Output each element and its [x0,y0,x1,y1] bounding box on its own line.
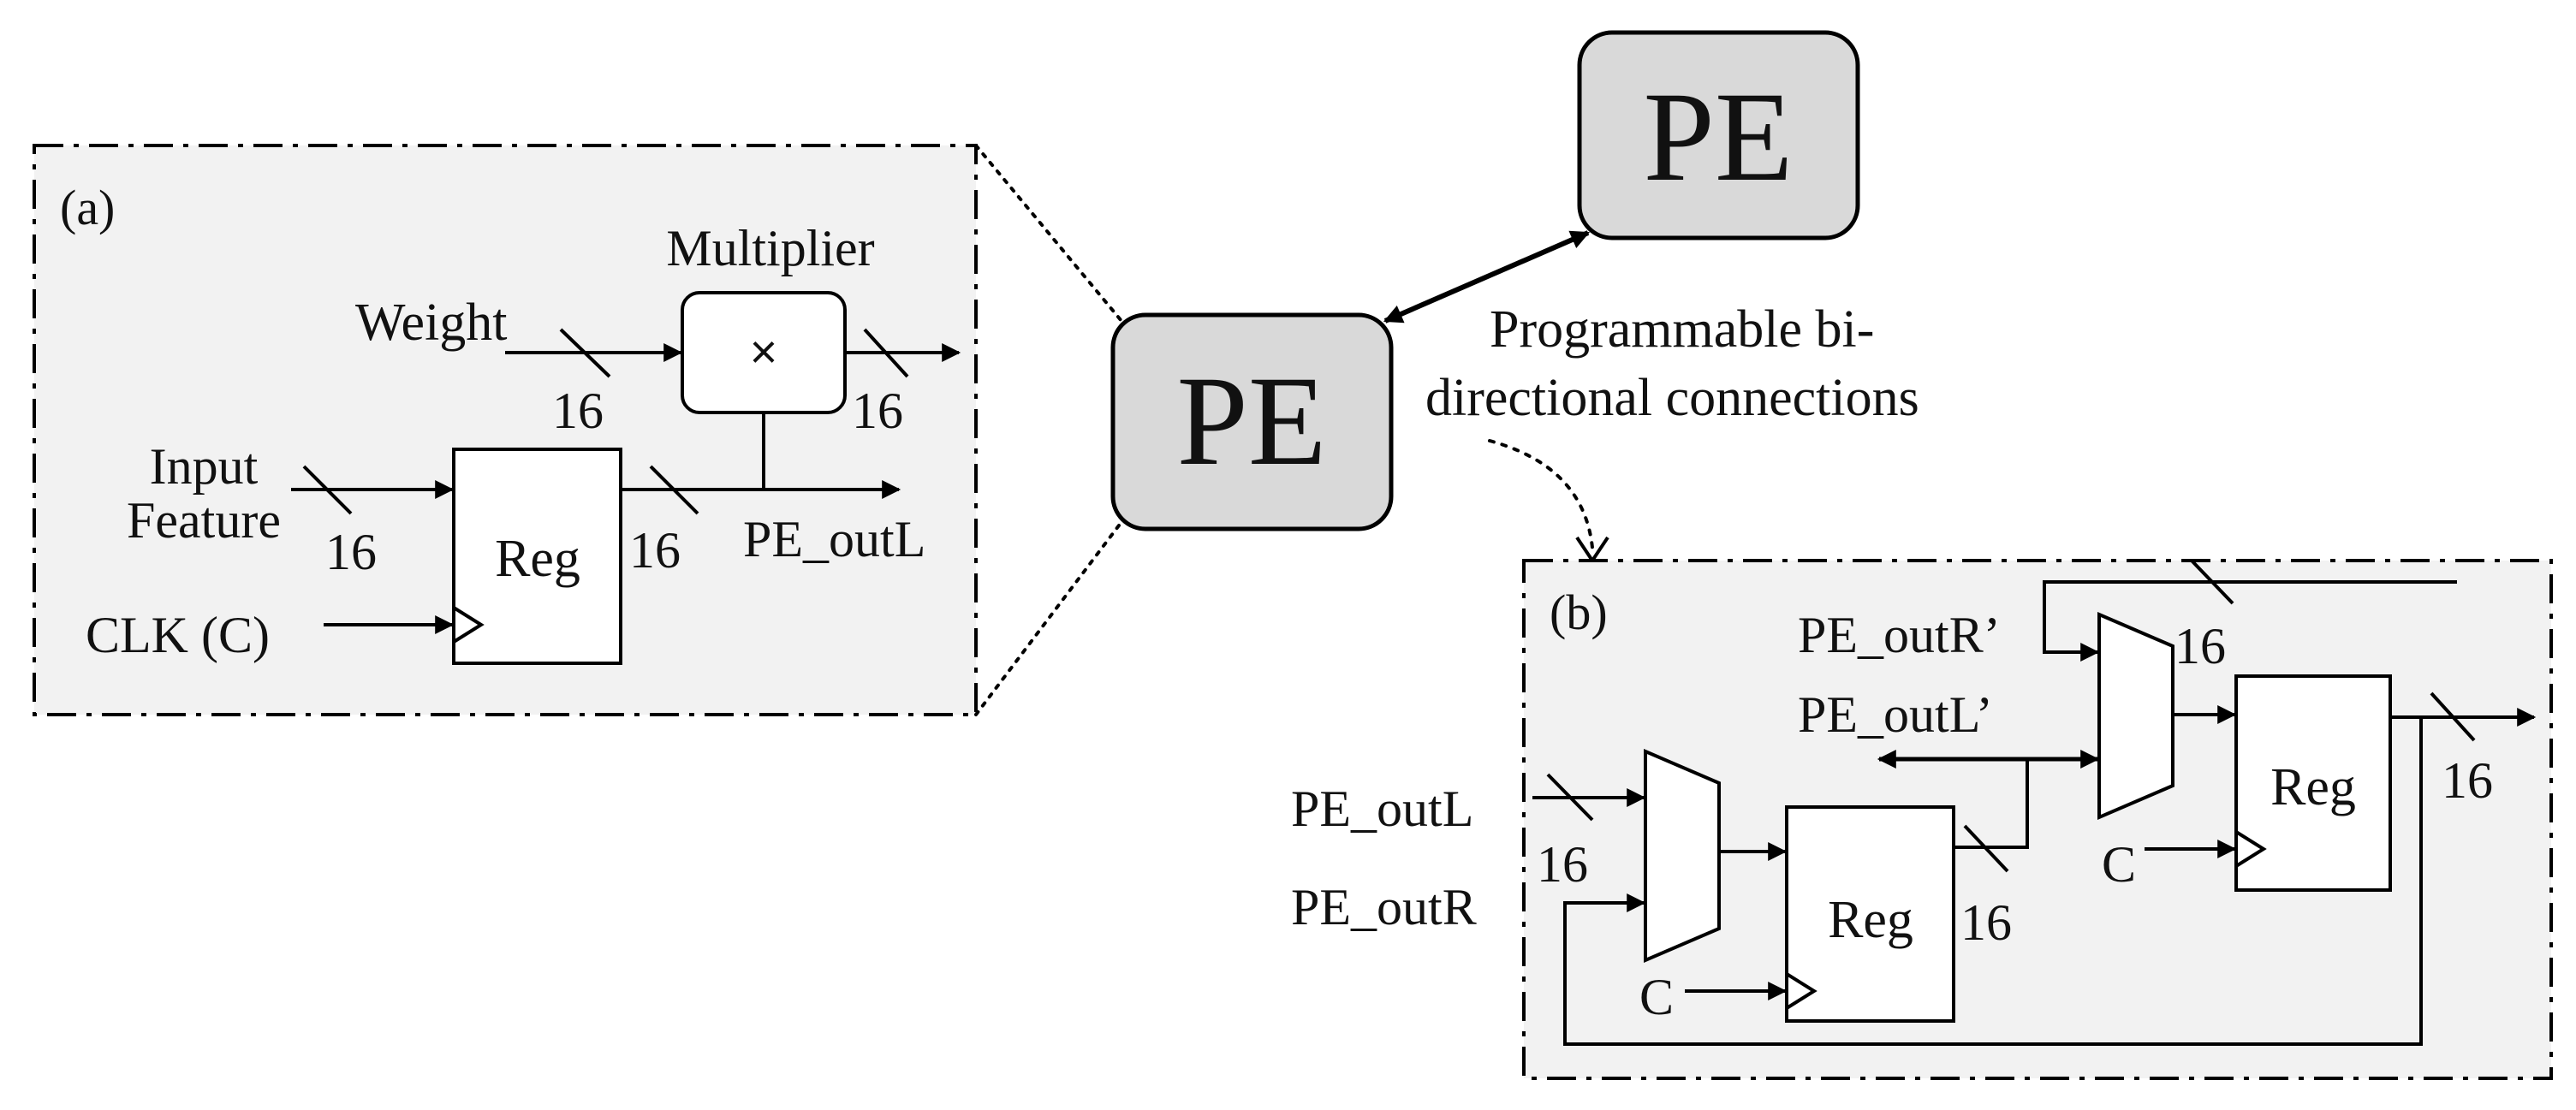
multiplier-output-width: 16 [852,383,903,439]
caption-pointer-dotted [1488,439,1594,549]
mux-2-select-label: C [2102,836,2136,893]
panel-b-tag: (b) [1550,585,1608,640]
bidirectional-connection-arrow [1383,230,1591,324]
pe-main-block [1110,312,1394,531]
mux-1 [1644,748,1721,964]
pe-outl-label: PE_outL [743,511,925,567]
input-bus-slash [302,465,353,515]
weight-bus-slash [559,328,611,378]
reg-b1-output-width: 16 [1960,894,2012,951]
weight-bus-width: 16 [552,383,604,439]
reg-b2-output-width: 16 [2442,752,2493,809]
pe-outr-prime-label: PE_outR’ [1798,607,2001,663]
pe-secondary-label: PE [1643,66,1793,208]
pe-outr-input-label: PE_outR [1291,879,1477,935]
reg-a-output-slash [649,465,699,515]
multiplier-output-slash [863,328,909,378]
pe-main-label: PE [1176,350,1326,492]
reg-b1-block [1785,805,1955,1023]
input-label-line1: Input [150,438,259,495]
pe-outl-input-label: PE_outL [1291,781,1473,837]
pe-secondary-block [1577,30,1860,240]
pe-outr-prime-width: 16 [2174,618,2226,674]
reg-b2-clock-notch [2234,830,2267,868]
weight-label: Weight [355,294,508,352]
multiplier-symbol: × [750,324,778,378]
zoom-line-top [974,144,1123,323]
mux-2 [2097,611,2174,821]
reg-b1-output-line [1954,759,2029,849]
reg-b1-label: Reg [1828,891,1913,949]
connection-caption-line2: directional connections [1425,369,1919,427]
reg-b1-output-slash [1963,824,2009,873]
pe-outl-input-slash [1546,773,1594,822]
reg-b1-clock-notch [1785,972,1817,1010]
reg-b2-block [2234,674,2392,892]
input-label-line2: Feature [127,492,281,549]
panel-b: (b) PE_outL 16 PE_outR C Reg 16 PE_outL’… [1291,559,2553,1080]
pe-outr-prime-arrow [2043,580,2457,662]
reg-b2-label: Reg [2270,758,2356,816]
pe-outr-prime-slash [2190,559,2234,605]
reg-b2-output-slash [2430,692,2476,742]
pe-outl-input-width: 16 [1537,836,1588,893]
multiplier-title: Multiplier [666,220,874,276]
clk-label: CLK (C) [86,607,270,663]
feedback-loop-arrow [1563,717,2423,1046]
input-bus-width: 16 [325,524,377,580]
reg-a-block [452,448,622,665]
zoom-line-bottom [974,520,1123,716]
panel-a: (a) Multiplier × Weight 16 16 Reg Input … [33,144,978,716]
reg-a-output-width: 16 [629,522,681,579]
reg-a-clock-notch [452,606,485,644]
panel-a-tag: (a) [60,180,115,235]
pe-outl-prime-label: PE_outL’ [1798,686,1993,743]
mux-1-select-label: C [1639,969,1674,1025]
caption-pointer-head [1575,536,1609,564]
connection-caption-line1: Programmable bi- [1490,300,1874,359]
reg-a-label: Reg [495,530,580,588]
